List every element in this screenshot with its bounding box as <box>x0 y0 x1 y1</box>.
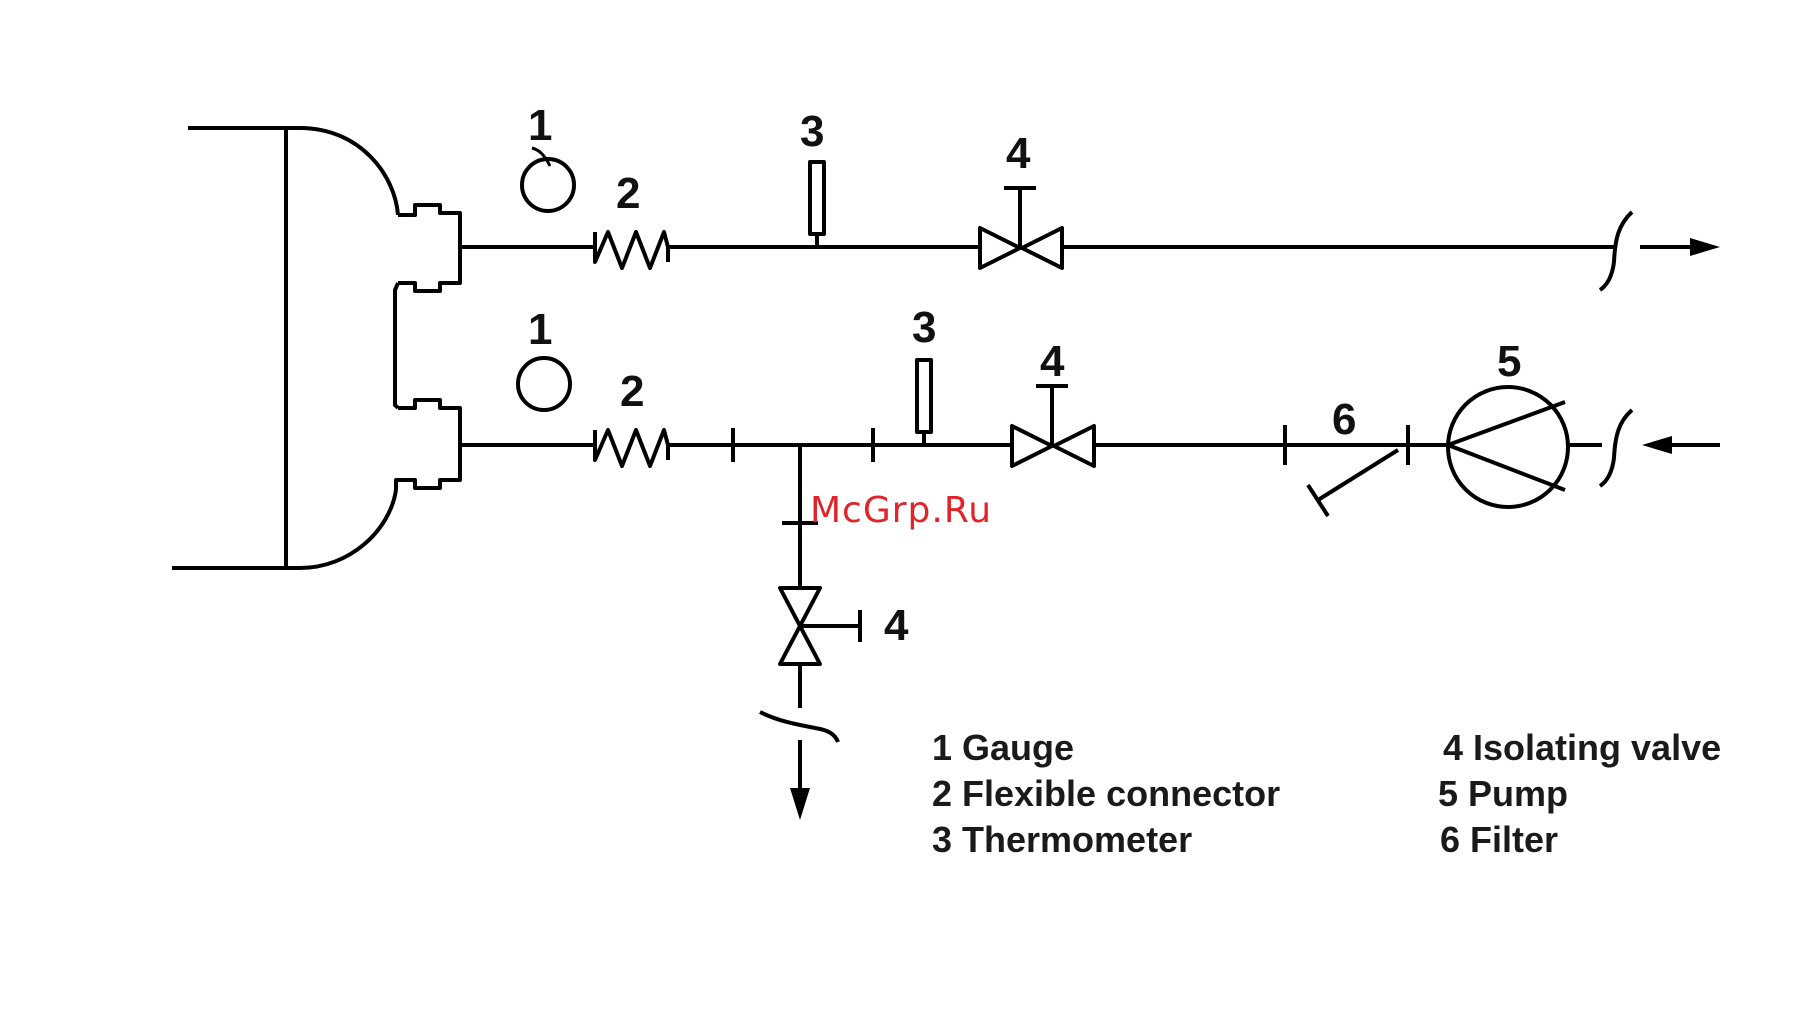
break-mark-branch <box>760 712 838 742</box>
boiler-vessel <box>172 128 460 568</box>
pump <box>1448 387 1568 507</box>
legend-item: 4 Isolating valve <box>1443 727 1721 768</box>
callout-gauge-bottom: 1 <box>528 305 552 354</box>
legend-item: 1 Gauge <box>932 727 1074 768</box>
isolating-valve-bottom <box>1012 386 1094 466</box>
legend: 1 Gauge 2 Flexible connector 3 Thermomet… <box>932 727 1721 860</box>
gauge-top <box>522 159 574 211</box>
callout-valve-bottom: 4 <box>1040 337 1065 386</box>
bottom-return-line <box>460 360 1720 516</box>
callout-connector-bottom: 2 <box>620 367 644 416</box>
callout-thermometer-bottom: 3 <box>912 303 936 352</box>
top-flow-line <box>460 162 1720 290</box>
callout-connector-top: 2 <box>616 169 640 218</box>
callout-gauge-top: 1 <box>528 101 552 150</box>
gauge-bottom <box>518 358 570 410</box>
isolating-valve-top <box>980 188 1062 268</box>
arrow-down-icon <box>790 788 810 820</box>
legend-item: 5 Pump <box>1438 773 1568 814</box>
callout-valve-top: 4 <box>1006 129 1031 178</box>
flexible-connector-bottom <box>595 430 668 466</box>
callout-pump: 5 <box>1497 337 1521 386</box>
flexible-connector-top <box>595 232 668 268</box>
isolating-valve-branch <box>780 588 860 664</box>
legend-item: 2 Flexible connector <box>932 773 1280 814</box>
thermometer-top <box>810 162 824 234</box>
watermark: McGrp.Ru <box>810 490 992 531</box>
legend-item: 3 Thermometer <box>932 819 1192 860</box>
arrow-out-icon <box>1690 238 1720 256</box>
break-mark-bottom <box>1600 410 1632 486</box>
callout-thermometer-top: 3 <box>800 107 824 156</box>
arrow-in-icon <box>1642 436 1672 454</box>
callout-filter: 6 <box>1332 395 1356 444</box>
legend-item: 6 Filter <box>1440 819 1558 860</box>
callout-valve-branch: 4 <box>884 601 909 650</box>
break-mark-top <box>1600 212 1632 290</box>
thermometer-bottom <box>917 360 931 432</box>
